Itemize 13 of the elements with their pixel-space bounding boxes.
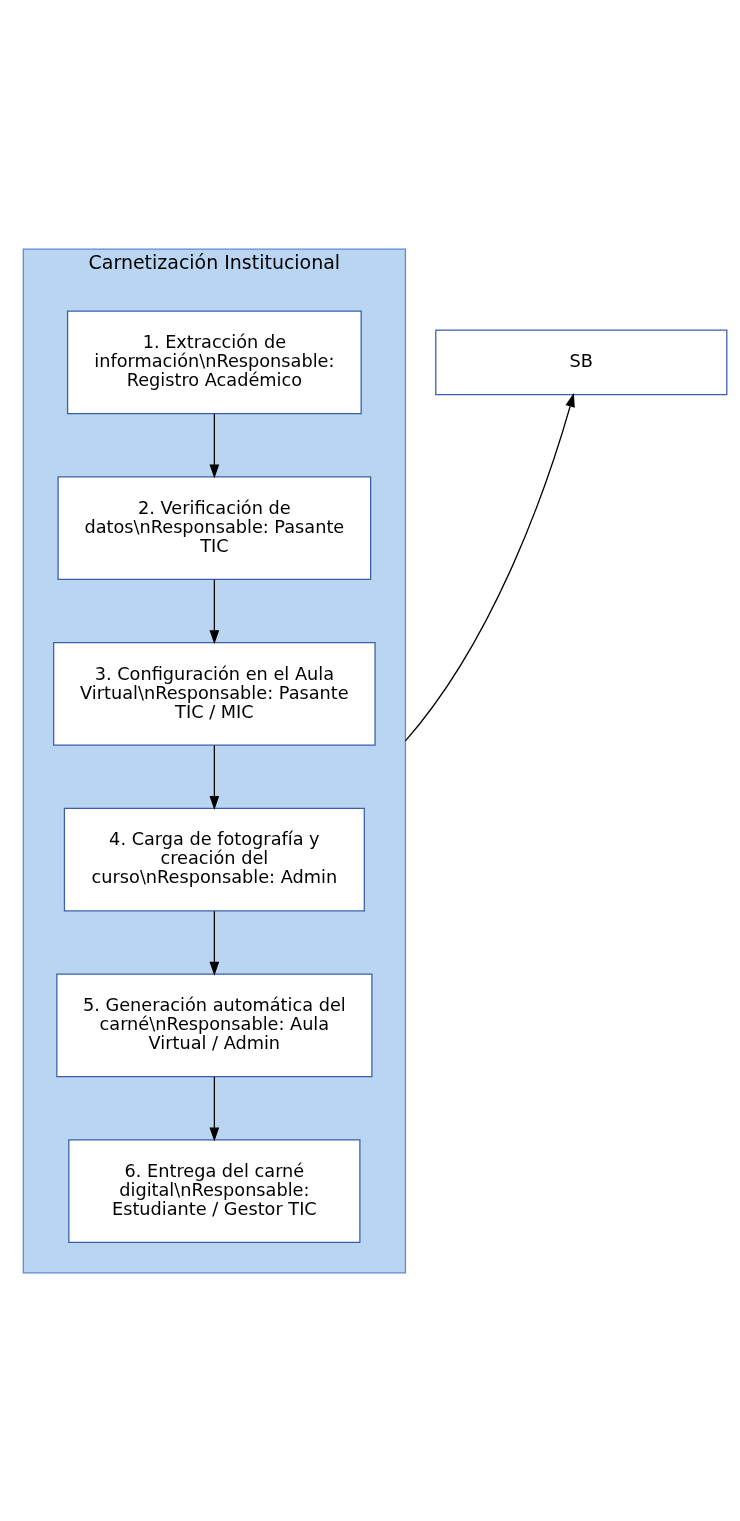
arrow (209, 1075, 220, 1141)
arrow (209, 412, 220, 478)
node-box: 1. Extracción de información\nResponsable: Registro Académico (66, 310, 362, 414)
node-box: SB (435, 329, 728, 395)
arrow (209, 744, 220, 810)
arrow (209, 578, 220, 644)
arrow (404, 392, 575, 742)
node-box: 3. Configuración en el Aula Virtual\nResponsable: Pasante TIC / MIC (53, 641, 376, 746)
node-box: 5. Generación automática del carné\nResponsable: Aula Virtual / Admin (56, 973, 373, 1077)
node-box: 2. Verificación de datos\nResponsable: Pasante TIC (57, 475, 372, 580)
node-box: 6. Entrega del carné digital\nResponsable: Estudiante / Gestor TIC (68, 1138, 361, 1243)
node-box: 4. Carga de fotografía y creación del curso\nResponsable: Admin (63, 807, 365, 912)
arrow (209, 910, 220, 976)
